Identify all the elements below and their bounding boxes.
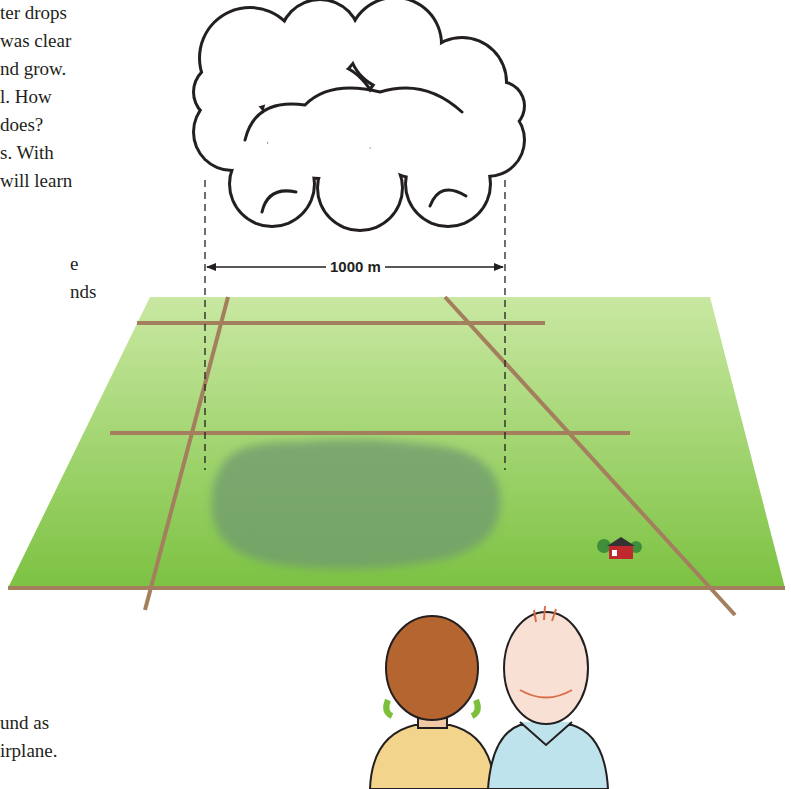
cloud — [192, 0, 526, 232]
body-text: e — [70, 253, 78, 275]
body-text: l. How — [0, 86, 52, 108]
body-text: nds — [70, 281, 96, 303]
woman-viewer — [370, 616, 495, 789]
dimension-label: 1000 m — [326, 258, 385, 276]
body-text: und as — [0, 712, 49, 734]
body-text: does? — [0, 114, 43, 136]
body-text: s. With — [0, 142, 54, 164]
body-text: was clear — [0, 30, 71, 52]
body-text: irplane. — [0, 740, 58, 762]
man-viewer — [488, 606, 608, 789]
cloud-shadow — [212, 439, 501, 569]
farmhouse — [597, 537, 642, 559]
body-text: will learn — [0, 170, 72, 192]
body-text: ter drops — [0, 2, 67, 24]
body-text: nd grow. — [0, 58, 66, 80]
roads — [8, 297, 785, 615]
